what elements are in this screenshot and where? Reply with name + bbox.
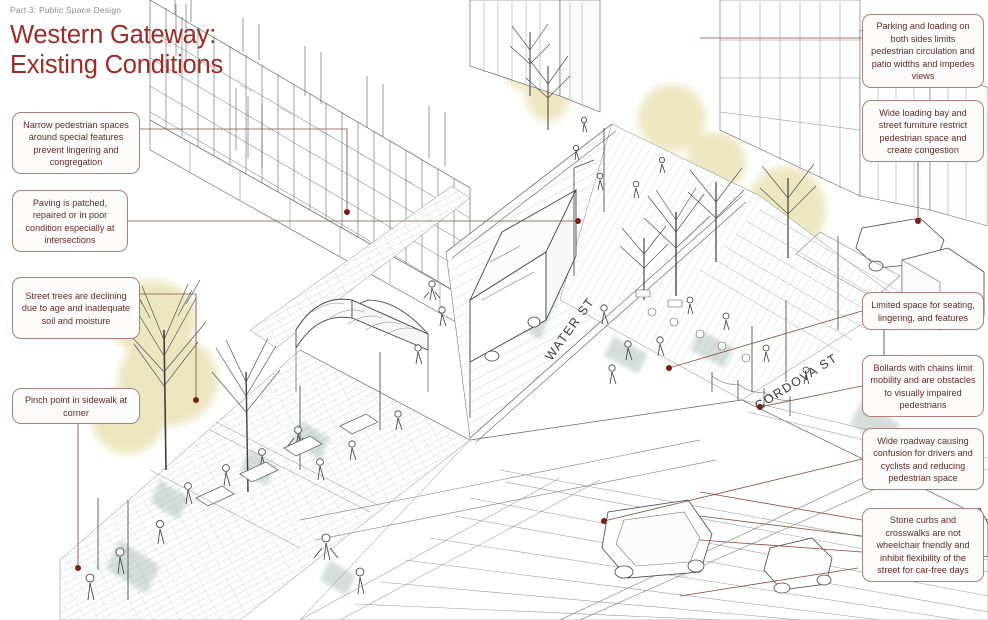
patio-furniture (635, 289, 751, 363)
left-plaza-planters (195, 413, 379, 507)
callout-street-trees-declining[interactable]: Street trees are declining due to age an… (12, 277, 140, 339)
crosswalk-bands (299, 439, 901, 620)
callout-bollards-with-chains[interactable]: Bollards with chains limit mobility and … (862, 355, 984, 417)
left-sidewalk (250, 186, 470, 348)
callout-text: Limited space for seating, lingering, an… (871, 300, 975, 323)
callout-wide-loading-bay[interactable]: Wide loading bay and street furniture re… (862, 100, 984, 162)
callout-paving-patched[interactable]: Paving is patched, repaired or in poor c… (12, 190, 128, 252)
planting-strip (149, 421, 377, 549)
callout-text: Bollards with chains limit mobility and … (870, 362, 976, 410)
callout-text: Pinch point in sidewalk at corner (24, 395, 128, 418)
callout-text: Narrow pedestrian spaces around special … (23, 119, 129, 167)
callout-pinch-point-sidewalk[interactable]: Pinch point in sidewalk at corner (12, 388, 140, 424)
callout-parking-and-loading[interactable]: Parking and loading on both sides limits… (862, 14, 984, 88)
callout-text: Street trees are declining due to age an… (21, 290, 131, 326)
right-sidewalk-hatch (699, 209, 901, 353)
delivery-truck (468, 188, 577, 363)
right-patio-paving (560, 124, 900, 400)
storefront-awning (294, 298, 429, 392)
callout-stone-curbs-crosswalks[interactable]: Stone curbs and crosswalks are not wheel… (862, 508, 984, 582)
leader-lines (77, 37, 919, 597)
bollards-with-chains (711, 372, 791, 416)
upper-left-poles (175, 4, 263, 168)
callout-text: Parking and loading on both sides limits… (871, 21, 975, 82)
callout-limited-space-seating[interactable]: Limited space for seating, lingering, an… (862, 292, 984, 330)
leader-endpoint-dots (75, 209, 921, 571)
far-buildings (469, 0, 601, 113)
callout-text: Wide roadway causing confusion for drive… (873, 435, 973, 483)
slide-kicker: Part 3: Public Space Design (10, 5, 122, 15)
pedestrian-figures (85, 117, 810, 601)
left-buildings (149, 0, 471, 331)
curb-lines (299, 123, 988, 521)
page-title: Western Gateway: Existing Conditions (10, 21, 224, 79)
callout-wide-roadway-confusion[interactable]: Wide roadway causing confusion for drive… (862, 428, 984, 490)
callout-narrow-pedestrian-spaces[interactable]: Narrow pedestrian spaces around special … (12, 112, 140, 174)
cordova-striping (354, 469, 988, 620)
callout-text: Paving is patched, repaired or in poor c… (25, 197, 115, 245)
callout-text: Wide loading bay and street furniture re… (878, 107, 968, 155)
callout-text: Stone curbs and crosswalks are not wheel… (876, 515, 970, 576)
street-trees (121, 23, 817, 493)
